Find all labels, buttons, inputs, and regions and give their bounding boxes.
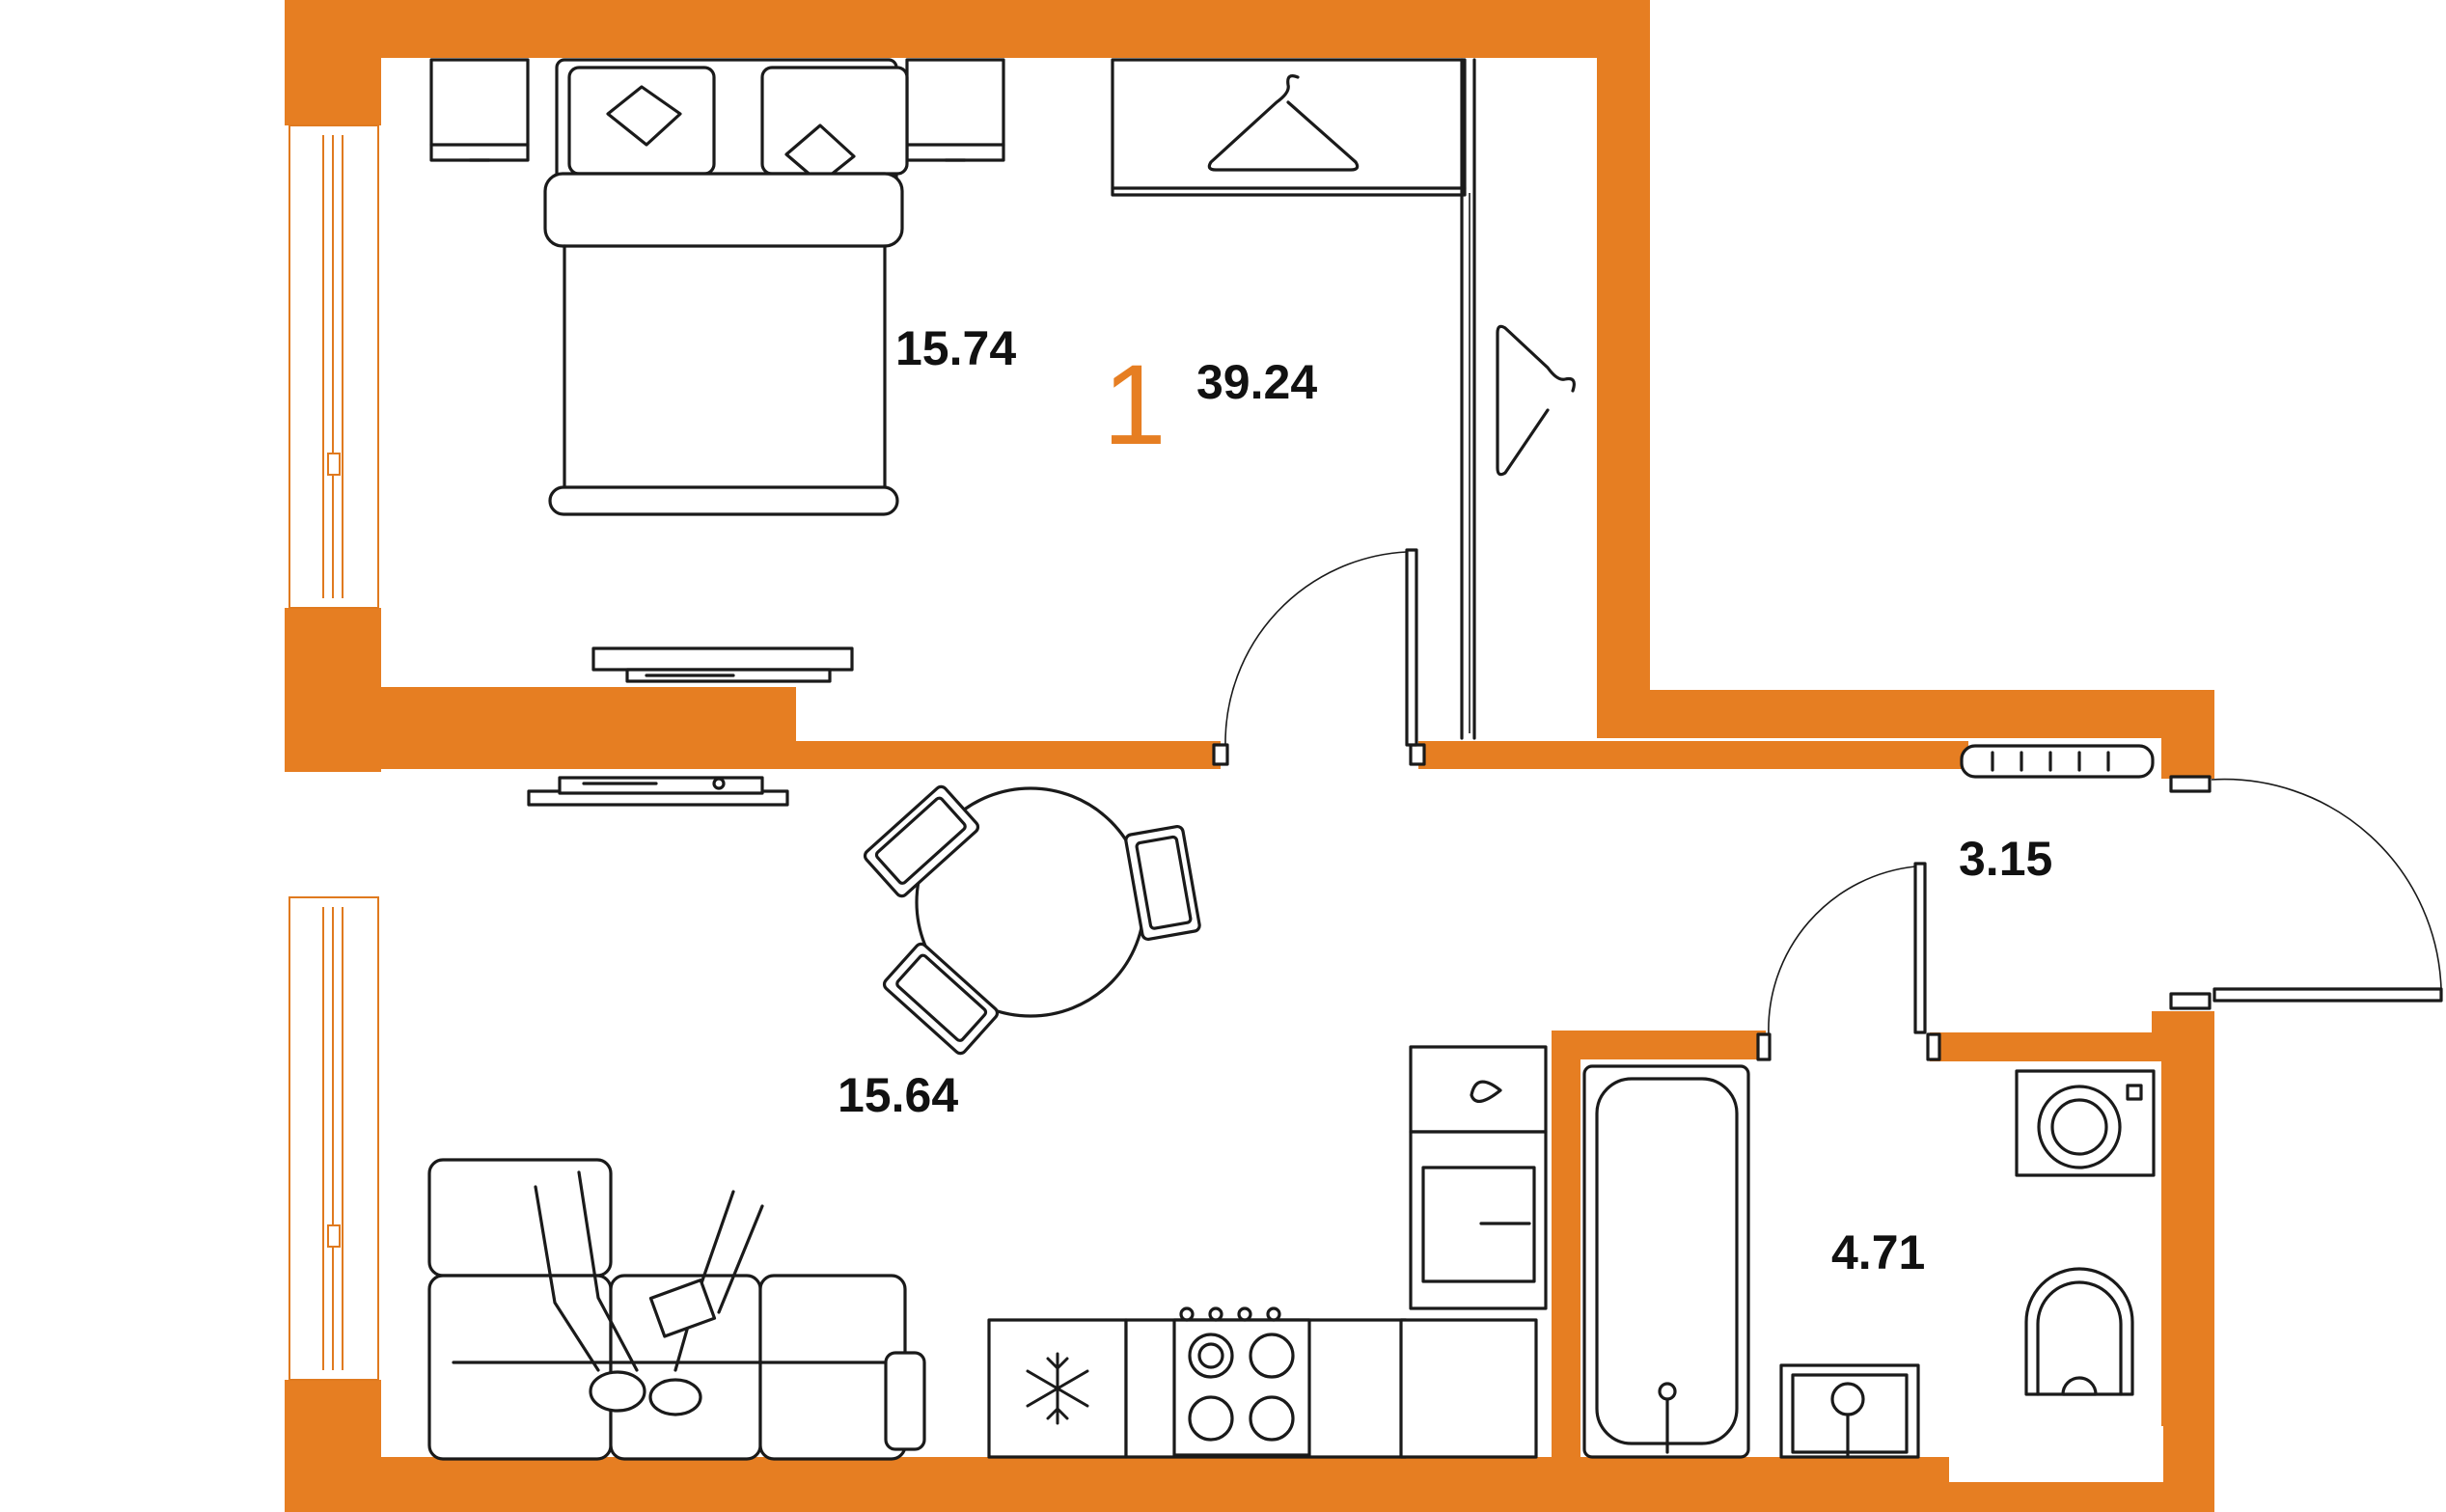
- entrance-door: [2169, 775, 2443, 1010]
- rooms-count: 1: [1103, 342, 1167, 469]
- door-bedroom: [1212, 548, 1426, 766]
- snowflake-icon: [1026, 1352, 1089, 1425]
- washing-machine: [2015, 1069, 2156, 1177]
- wardrobe-right: [1460, 58, 1576, 740]
- nightstand-left: [429, 58, 530, 162]
- nightstand-right: [905, 58, 1005, 162]
- area-total: 39.24: [1196, 355, 1317, 409]
- hanger-icon: [1496, 324, 1576, 477]
- dining-chair: [1124, 824, 1201, 942]
- area-living-kitchen: 15.64: [838, 1068, 958, 1122]
- sofa: [427, 1158, 926, 1461]
- wardrobe-top: [1111, 58, 1467, 197]
- cooktop: [1124, 1306, 1408, 1459]
- toilet: [2024, 1267, 2134, 1396]
- radiator: [1960, 744, 2155, 779]
- area-bedroom: 15.74: [895, 321, 1016, 375]
- walls: [285, 0, 2214, 1512]
- sink: [1779, 1363, 1920, 1459]
- people-on-sofa: [534, 1170, 764, 1416]
- window-top: [289, 124, 379, 609]
- window-bottom: [289, 896, 379, 1381]
- dining-chair: [863, 784, 980, 898]
- bathroom-niche: [1949, 1426, 2163, 1482]
- area-bathroom: 4.71: [1831, 1225, 1925, 1279]
- dining-chair: [882, 942, 1000, 1056]
- oven-column: [1409, 1045, 1548, 1310]
- kitchen-counter: [1399, 1318, 1538, 1459]
- fridge: [987, 1318, 1128, 1459]
- door-bathroom: [1756, 862, 1941, 1061]
- tv-bedroom: [591, 646, 854, 683]
- double-bed: [543, 58, 909, 516]
- tv-living: [527, 776, 789, 807]
- area-hallway: 3.15: [1959, 832, 2052, 886]
- hanger-icon: [1207, 74, 1360, 172]
- bathtub: [1582, 1064, 1750, 1459]
